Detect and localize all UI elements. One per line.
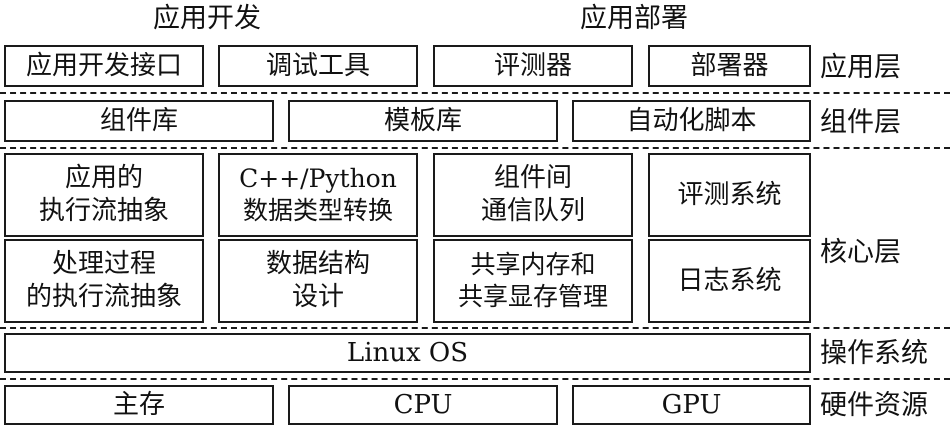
app-dev-interface-box: 应用开发接口 bbox=[4, 45, 204, 87]
component-library-box: 组件库 bbox=[4, 100, 274, 142]
main-memory-box: 主存 bbox=[4, 385, 274, 425]
template-library-box: 模板库 bbox=[288, 100, 558, 142]
process-exec-flow-box: 处理过程 的执行流抽象 bbox=[4, 239, 204, 323]
app-layer-label: 应用层 bbox=[820, 52, 901, 83]
cpu-box: CPU bbox=[288, 385, 558, 425]
log-system-box: 日志系统 bbox=[648, 239, 811, 323]
debug-tools-box: 调试工具 bbox=[218, 45, 418, 87]
data-structure-box: 数据结构 设计 bbox=[218, 239, 418, 323]
app-exec-flow-box: 应用的 执行流抽象 bbox=[4, 153, 204, 237]
app-layer-divider bbox=[0, 92, 950, 94]
linux-os-box: Linux OS bbox=[4, 333, 811, 373]
top-label-app-dev: 应用开发 bbox=[153, 3, 261, 34]
core-layer-label: 核心层 bbox=[820, 237, 901, 268]
eval-system-box: 评测系统 bbox=[648, 153, 811, 237]
automation-script-box: 自动化脚本 bbox=[572, 100, 811, 142]
component-layer-label: 组件层 bbox=[820, 107, 901, 138]
core-layer-divider bbox=[0, 327, 950, 329]
type-conversion-box: C++/Python 数据类型转换 bbox=[218, 153, 418, 237]
evaluator-box: 评测器 bbox=[433, 45, 633, 87]
os-layer-label: 操作系统 bbox=[820, 338, 928, 369]
gpu-box: GPU bbox=[572, 385, 811, 425]
hardware-layer-label: 硬件资源 bbox=[820, 390, 928, 421]
top-label-app-deploy: 应用部署 bbox=[580, 3, 688, 34]
deployer-box: 部署器 bbox=[648, 45, 811, 87]
shared-memory-box: 共享内存和 共享显存管理 bbox=[433, 239, 633, 323]
comm-queue-box: 组件间 通信队列 bbox=[433, 153, 633, 237]
component-layer-divider bbox=[0, 147, 950, 149]
os-layer-divider bbox=[0, 378, 950, 380]
